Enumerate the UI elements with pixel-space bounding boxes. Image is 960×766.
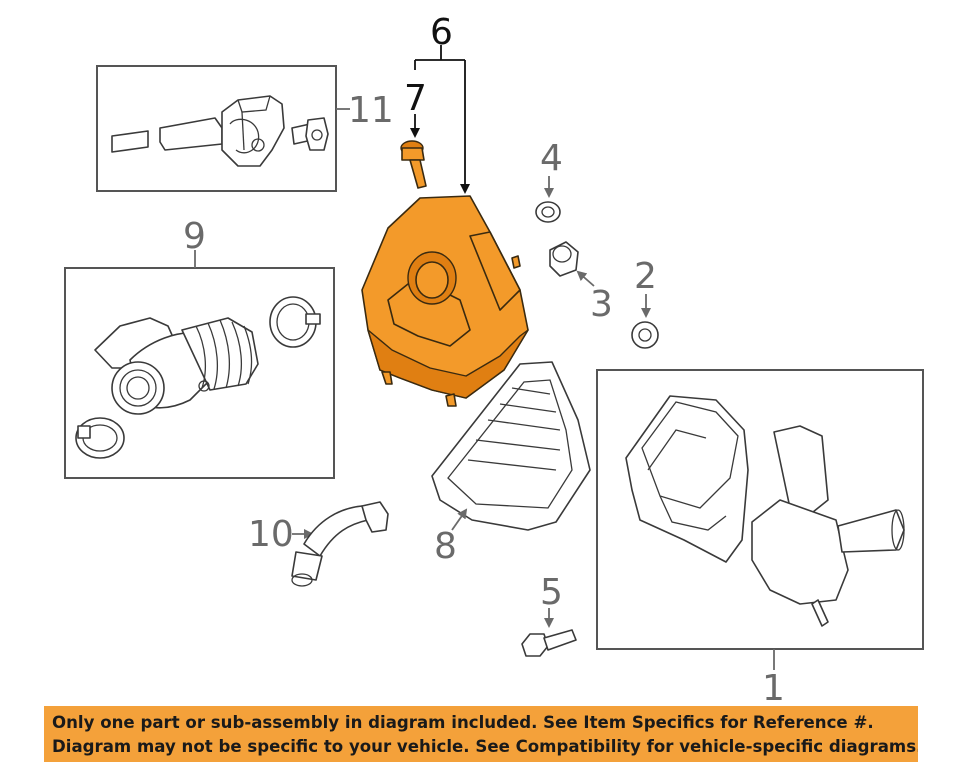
- callout-10: 10: [248, 514, 294, 555]
- callout-11: 11: [348, 90, 394, 131]
- air-filter-8: 8: [431, 361, 591, 567]
- disclaimer-banner: Only one part or sub-assembly in diagram…: [44, 706, 918, 762]
- mass-airflow-sensor-group: 11: [96, 65, 394, 192]
- grommet-4: 4: [535, 138, 563, 223]
- callout-1: 1: [762, 668, 785, 709]
- disclaimer-line-1: Only one part or sub-assembly in diagram…: [52, 713, 874, 732]
- group-box-1: [596, 369, 924, 650]
- bolt-7: [400, 140, 427, 189]
- housing-assembly-group: 1: [596, 369, 924, 709]
- intake-hose-group: 9: [64, 216, 335, 479]
- callout-2: 2: [634, 256, 657, 297]
- callout-6: 6: [430, 12, 453, 53]
- callout-8: 8: [434, 526, 457, 567]
- air-cleaner-cover-highlighted: [361, 195, 529, 407]
- callout-7: 7: [404, 78, 427, 119]
- bolt-5: 5: [521, 572, 577, 657]
- washer-2: 2: [631, 256, 659, 349]
- hose-10: 10: [248, 501, 389, 587]
- callout-3: 3: [590, 284, 613, 325]
- callout-4: 4: [540, 138, 563, 179]
- callout-9: 9: [183, 216, 206, 257]
- group-box-9: [64, 267, 335, 479]
- bushing-3: 3: [549, 241, 613, 325]
- callout-5: 5: [540, 572, 563, 613]
- disclaimer-line-2: Diagram may not be specific to your vehi…: [52, 737, 918, 756]
- group-box-11: [96, 65, 337, 192]
